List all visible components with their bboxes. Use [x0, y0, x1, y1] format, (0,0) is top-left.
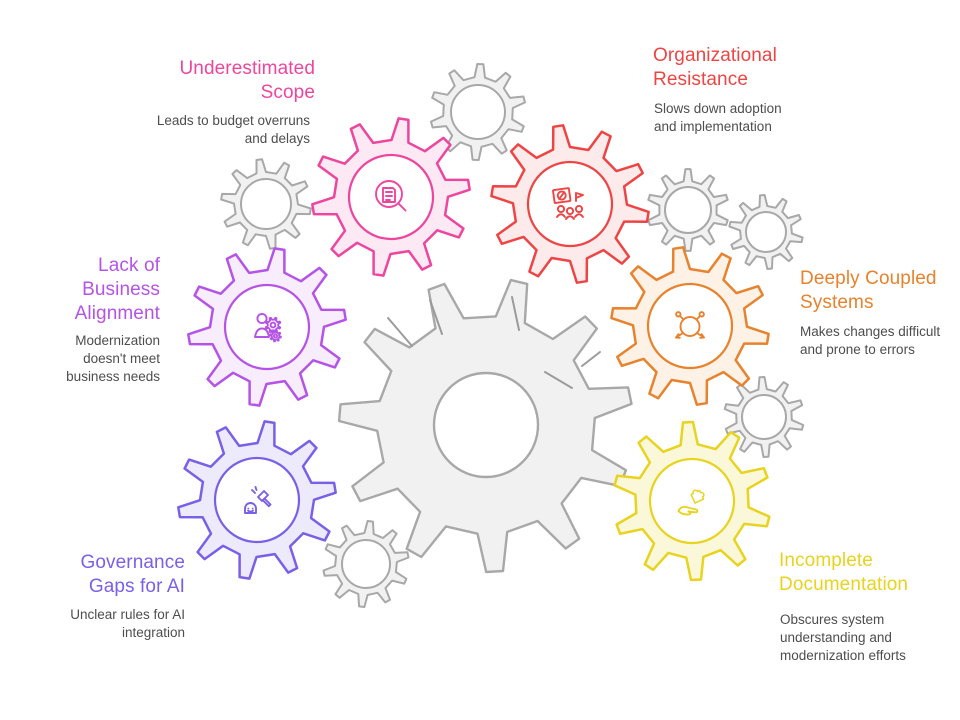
gear-hub	[526, 160, 614, 248]
gear-title-lack-of-business-alignment: Lack of Business Alignment	[74, 255, 160, 324]
background-gear	[430, 63, 526, 161]
person-gears-icon	[254, 312, 282, 343]
gear-deeply-coupled-systems	[610, 246, 770, 406]
gear-desc-organizational-resistance: Slows down adoption and implementation	[654, 101, 782, 134]
background-gear	[322, 520, 410, 608]
background-gear	[220, 158, 312, 250]
gear-title-incomplete-documentation: Incomplete Documentation	[779, 550, 909, 595]
gear-title-deeply-coupled-systems: Deeply Coupled Systems	[800, 268, 937, 313]
gear-hub	[646, 282, 734, 370]
background-gear	[728, 194, 804, 270]
crack-lines	[387, 296, 601, 389]
gear-organizational-resistance	[490, 124, 650, 284]
gear-desc-deeply-coupled-systems: Makes changes difficult and prone to err…	[800, 324, 941, 357]
gear-title-governance-gaps-for-ai: Governance Gaps for AI	[80, 552, 185, 597]
gear-desc-incomplete-documentation: Obscures system understanding and modern…	[780, 612, 906, 663]
gear-incomplete-documentation	[613, 420, 771, 582]
gear-hub	[213, 456, 301, 544]
gear-lack-of-business-alignment	[187, 247, 347, 407]
gear-desc-governance-gaps-for-ai: Unclear rules for AI integration	[70, 607, 185, 640]
coupled-node-icon	[675, 311, 705, 339]
gear-desc-lack-of-business-alignment: Modernization doesn't meet business need…	[66, 333, 160, 384]
gear-governance-gaps-for-ai	[177, 420, 337, 580]
background-gear	[723, 376, 805, 458]
gear-hub	[347, 153, 435, 241]
gear-underestimated-scope	[311, 117, 471, 277]
gear-title-organizational-resistance: Organizational Resistance	[653, 45, 777, 90]
gear-title-underestimated-scope: Underestimated Scope	[179, 58, 315, 103]
protest-group-icon	[552, 187, 584, 220]
gear-hub	[648, 457, 736, 545]
background-gear	[647, 168, 729, 252]
gavel-icon	[244, 486, 272, 514]
central-cracked-gear	[337, 278, 633, 574]
hand-puzzle-icon	[677, 489, 705, 516]
gear-desc-underestimated-scope: Leads to budget overruns and delays	[156, 113, 310, 146]
magnifier-document-icon	[375, 180, 407, 212]
